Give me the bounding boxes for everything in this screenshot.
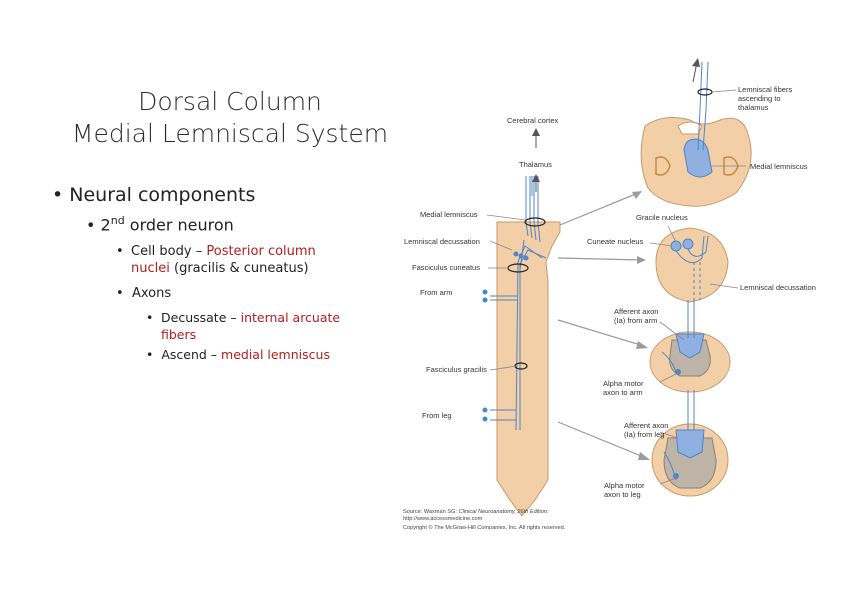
title-line-2: Medial Lemniscal System bbox=[71, 119, 389, 148]
bullet-dot: • bbox=[52, 184, 70, 206]
label-thalamus: Thalamus bbox=[519, 160, 552, 169]
decussate-prefix: Decussate – bbox=[161, 310, 241, 325]
bullet-cell-body: • Cell body – Posterior column nuclei (g… bbox=[116, 243, 366, 277]
column-fibers bbox=[490, 176, 547, 431]
label-lemniscal-decussation-right: Lemniscal decussation bbox=[740, 283, 816, 292]
label-lemniscal-decussation-left: Lemniscal decussation bbox=[404, 237, 480, 246]
label-cerebral-cortex: Cerebral cortex bbox=[507, 116, 559, 125]
bullet-dot: • bbox=[116, 244, 124, 259]
label-afferent-leg-2: (Ia) from leg bbox=[624, 430, 664, 439]
label-from-arm: From arm bbox=[420, 288, 453, 297]
axons-text: Axons bbox=[131, 286, 172, 301]
bullet-dot: • bbox=[86, 215, 101, 235]
bullet-neural-components: Neural components bbox=[69, 184, 256, 206]
ascending-fibers bbox=[697, 61, 709, 151]
slide-title: Dorsal Column Medial Lemniscal System bbox=[60, 86, 400, 150]
bullet-order-text: order neuron bbox=[124, 215, 234, 235]
title-line-1: Dorsal Column bbox=[138, 87, 322, 116]
label-alpha-leg-2: axon to leg bbox=[604, 490, 641, 499]
source-line-1-pre: Source: Waxman SG: bbox=[403, 509, 458, 515]
cross-section-cervical-cord bbox=[649, 331, 731, 393]
left-leader-lines bbox=[486, 214, 526, 371]
source-line-1-ital: Clinical Neuroanatomy, 26th Edition: bbox=[458, 509, 549, 515]
bullet-dot: • bbox=[146, 347, 154, 362]
ascend-prefix: Ascend – bbox=[161, 347, 222, 362]
label-medial-lemniscus-left: Medial lemniscus bbox=[420, 210, 478, 219]
bullet-order-num: 2 bbox=[100, 215, 111, 235]
brainstem-cord-column bbox=[496, 221, 561, 517]
label-medial-lemniscus-right: Medial lemniscus bbox=[750, 162, 808, 171]
bullet-order-sup: nd bbox=[110, 214, 125, 227]
bullet-axons: • Axons bbox=[116, 285, 171, 302]
bullet-ascend: • Ascend – medial lemniscus bbox=[146, 346, 330, 363]
decussate-red-2: fibers bbox=[161, 327, 197, 342]
label-cuneate-nucleus: Cuneate nucleus bbox=[587, 237, 644, 246]
label-lemniscal-fibers-3: thalamus bbox=[738, 103, 769, 112]
source-line-3: Copyright © The McGraw-Hill Companies, I… bbox=[403, 524, 566, 531]
cross-section-brainstem bbox=[640, 117, 752, 207]
bullet-level-2: • 2nd order neuron bbox=[86, 214, 234, 234]
label-afferent-arm-1: Afferent axon bbox=[614, 307, 658, 316]
cell-body-prefix: Cell body – bbox=[131, 244, 207, 259]
source-citation: Source: Waxman SG: Clinical Neuroanatomy… bbox=[403, 509, 566, 531]
nuclei-dots bbox=[482, 251, 529, 422]
ascend-red: medial lemniscus bbox=[221, 347, 330, 362]
cross-section-medulla bbox=[655, 227, 729, 303]
label-fasciculus-cuneatus: Fasciculus cuneatus bbox=[412, 263, 480, 272]
label-fasciculus-gracilis: Fasciculus gracilis bbox=[426, 365, 487, 374]
cross-section-lumbar-cord bbox=[651, 423, 729, 497]
section-arrows bbox=[557, 192, 647, 459]
cell-body-red-1: Posterior column bbox=[206, 244, 316, 259]
bullet-decussate: • Decussate – internal arcuate fibers bbox=[146, 309, 366, 343]
label-alpha-arm-2: axon to arm bbox=[603, 388, 643, 397]
label-lemniscal-fibers-1: Lemniscal fibers bbox=[738, 85, 792, 94]
bullet-level-1: • Neural components bbox=[52, 184, 255, 206]
label-lemniscal-fibers-2: ascending to bbox=[738, 94, 781, 103]
label-afferent-arm-2: (Ia) from arm bbox=[614, 316, 657, 325]
left-labels: Cerebral cortex Thalamus Medial lemniscu… bbox=[404, 116, 559, 420]
bullet-dot: • bbox=[116, 286, 124, 301]
label-gracile-nucleus: Gracile nucleus bbox=[636, 213, 688, 222]
right-labels: Lemniscal fibers ascending to thalamus M… bbox=[587, 85, 816, 499]
cell-body-red-2: nuclei bbox=[131, 261, 170, 276]
label-afferent-leg-1: Afferent axon bbox=[624, 421, 668, 430]
source-line-2: http://www.accessmedicine.com bbox=[403, 516, 483, 522]
svg-text:Source: Waxman SG: Clinical Ne: Source: Waxman SG: Clinical Neuroanatomy… bbox=[403, 509, 549, 515]
label-alpha-leg-1: Alpha motor bbox=[604, 481, 645, 490]
decussate-red-1: internal arcuate bbox=[240, 310, 341, 325]
ring-medial-lemniscus bbox=[524, 217, 546, 227]
bullet-dot: • bbox=[146, 310, 154, 325]
label-from-leg: From leg bbox=[422, 411, 452, 420]
cell-body-suffix: (gracilis & cuneatus) bbox=[169, 261, 309, 276]
label-alpha-arm-1: Alpha motor bbox=[603, 379, 644, 388]
